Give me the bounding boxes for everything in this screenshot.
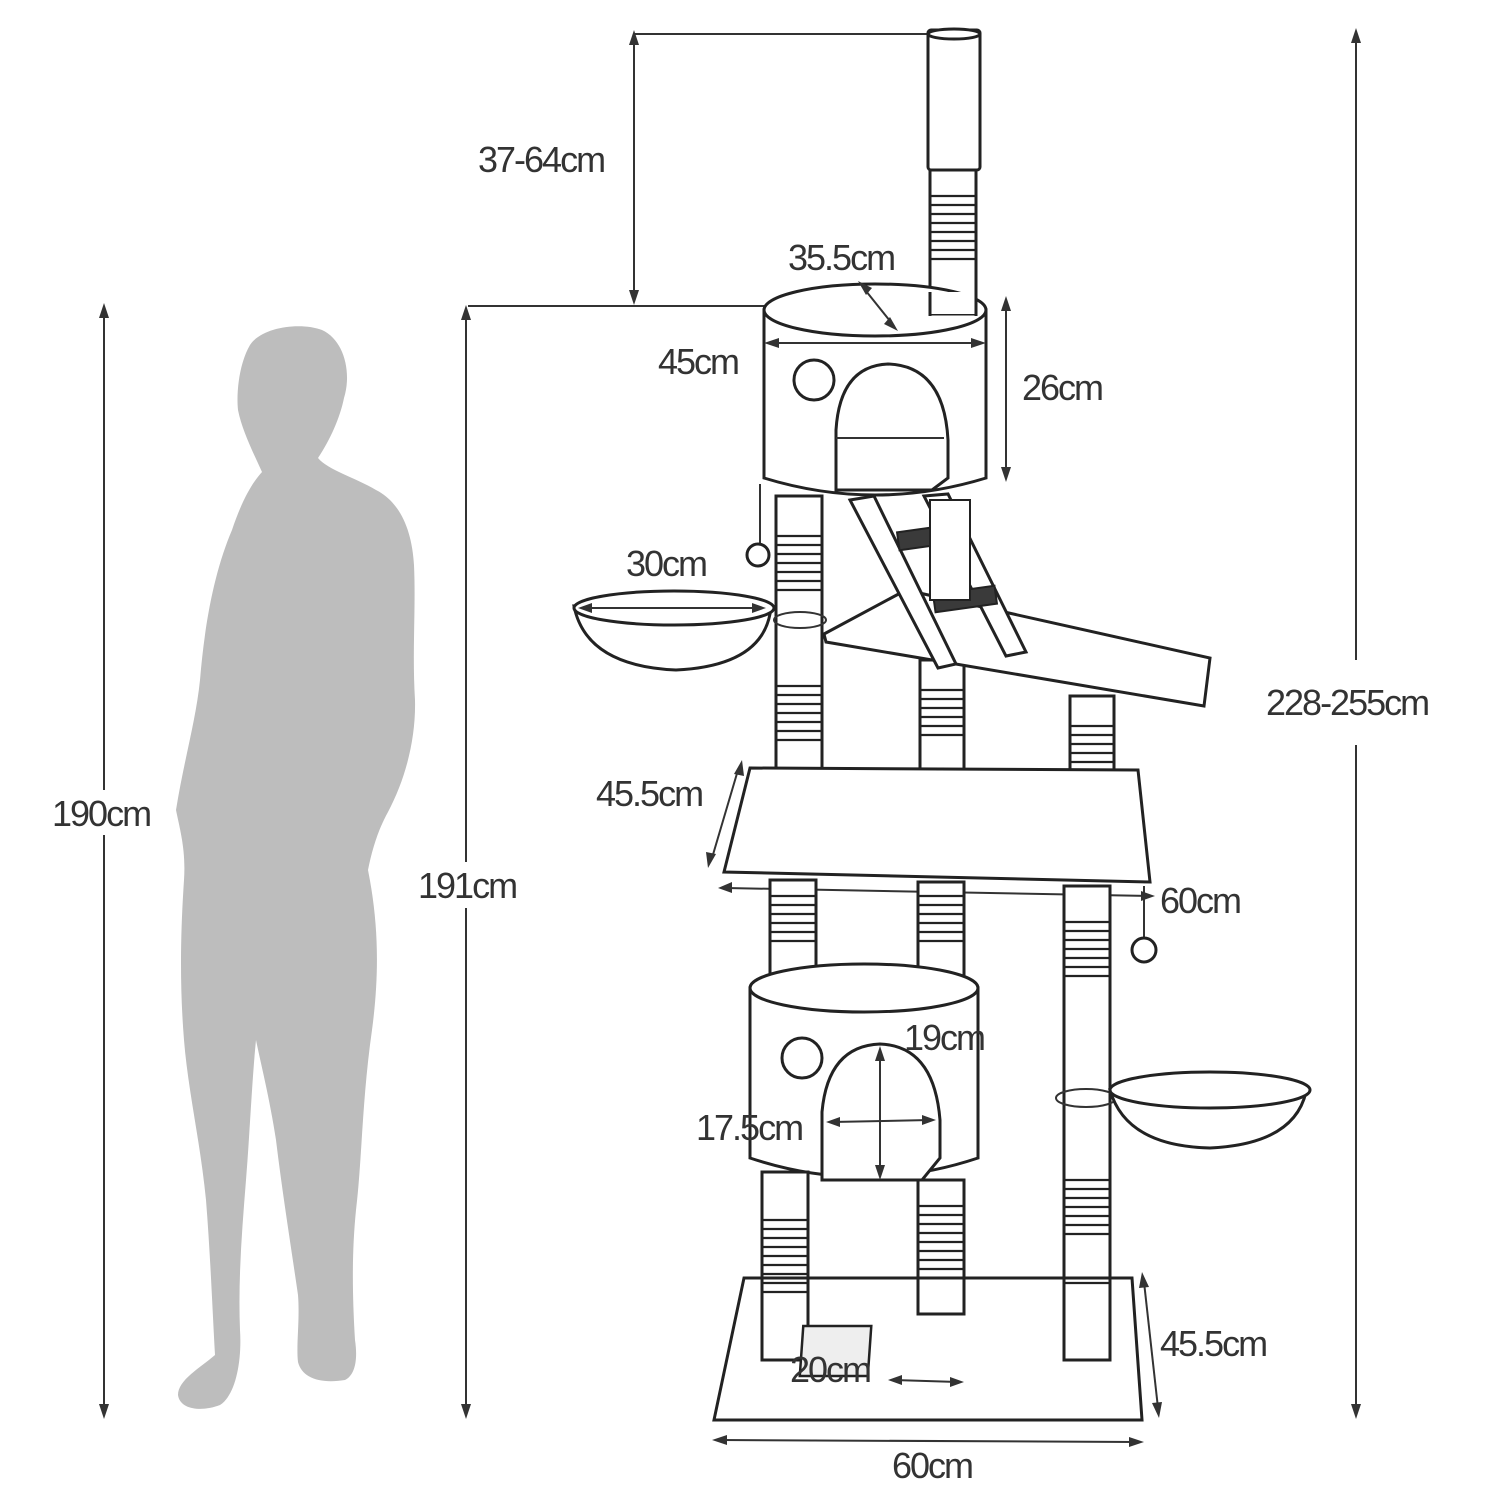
top-house-height-dimension — [1001, 296, 1011, 482]
mat-width-dimension — [888, 1375, 964, 1387]
ladder-icon — [847, 492, 1029, 670]
base-width-label: 60cm — [892, 1445, 972, 1486]
base-depth-dimension — [1139, 1272, 1162, 1418]
total-height-label: 228-255cm — [1266, 682, 1428, 723]
lower-house-porthole — [780, 1036, 824, 1080]
hammock-basket-icon — [572, 589, 827, 672]
basket-top-label: 30cm — [626, 543, 706, 584]
top-house-height-label: 26cm — [1022, 367, 1102, 408]
middle-platform-depth-dimension — [706, 760, 744, 868]
lower-house-opening-height-dimension — [875, 1046, 885, 1180]
base-platform — [712, 1276, 1144, 1422]
top-platform-diameter-label: 35.5cm — [788, 237, 894, 278]
base-depth-label: 45.5cm — [1160, 1323, 1266, 1364]
top-house-porthole — [792, 358, 836, 402]
base-width-dimension — [712, 1435, 1144, 1447]
total-height-dimension — [1351, 28, 1361, 1419]
lower-house-opening-height-label: 19cm — [904, 1017, 984, 1058]
middle-platform-depth-label: 45.5cm — [596, 773, 702, 814]
top-house-width-dimension — [764, 338, 986, 348]
top-extension-dimension — [629, 30, 928, 305]
basket-top-diameter-dimension — [578, 603, 766, 613]
right-hammock-basket-icon — [1055, 1070, 1312, 1150]
top-post — [926, 27, 982, 316]
top-platform-diameter-dimension — [858, 281, 898, 331]
lower-house-opening-width-dimension — [826, 1115, 936, 1127]
person-height-dimension — [99, 303, 109, 1419]
mat-width-label: 20cm — [790, 1349, 870, 1390]
top-house — [762, 282, 988, 497]
tree-height-dimension — [461, 305, 770, 1419]
lower-house-opening-width-label: 17.5cm — [696, 1107, 802, 1148]
right-toy-ball-icon — [1130, 886, 1158, 964]
top-extension-label: 37-64cm — [478, 139, 604, 180]
middle-platform — [722, 766, 1152, 884]
toy-ball-icon — [745, 484, 771, 568]
scratch-mat — [798, 1324, 873, 1378]
person-silhouette-icon — [176, 326, 416, 1409]
person-height-label: 190cm — [52, 793, 150, 834]
middle-platform-width-label: 60cm — [1160, 880, 1240, 921]
tree-height-label: 191cm — [418, 865, 516, 906]
top-house-width-label: 45cm — [658, 341, 738, 382]
